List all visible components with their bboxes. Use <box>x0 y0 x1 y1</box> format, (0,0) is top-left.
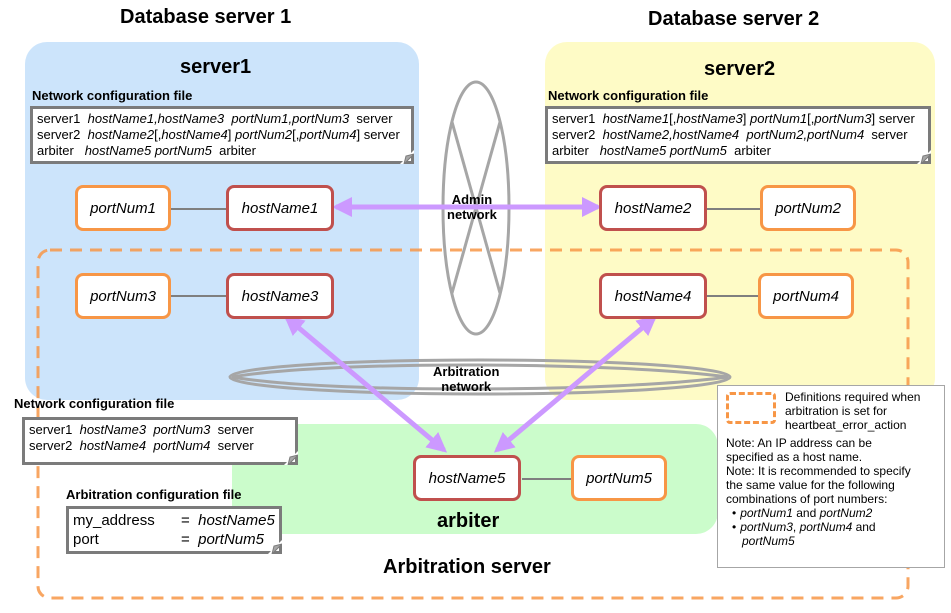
server2-config-file: server1 hostName1[,hostName3] portNum1[,… <box>545 106 931 164</box>
config-line: arbiter hostName5 portNum5 arbiter <box>37 143 256 158</box>
arbiter-network-config-heading: Network configuration file <box>14 396 175 411</box>
server2-label: server2 <box>704 58 776 80</box>
arbitration-server-title: Arbitration server <box>383 556 551 578</box>
arbitration-arrow-right <box>493 315 658 453</box>
node-hostName4: hostName4 <box>599 273 707 319</box>
node-portNum5: portNum5 <box>571 455 667 501</box>
page-fold-icon <box>284 451 298 465</box>
db-server-1-title: Database server 1 <box>120 6 292 28</box>
config-line: arbiter hostName5 portNum5 arbiter <box>552 143 771 158</box>
server1-config-file: server1 hostName1,hostName3 portNum1,por… <box>30 106 414 164</box>
server1-label: server1 <box>180 56 252 78</box>
config-line: my_address= hostName5 <box>73 512 275 529</box>
legend-bullet: portNum1 and portNum2 <box>740 506 940 520</box>
config-line: server1 hostName1,hostName3 portNum1,por… <box>37 111 393 126</box>
link-port1-host1 <box>171 208 227 210</box>
node-portNum1: portNum1 <box>75 185 171 231</box>
node-portNum2: portNum2 <box>760 185 856 231</box>
link-port3-host3 <box>171 295 227 297</box>
legend-definition: Definitions required when arbitration is… <box>785 390 921 432</box>
config-line: port= portNum5 <box>73 531 264 548</box>
config-line: server2 hostName2,hostName4 portNum2,por… <box>552 127 908 142</box>
node-hostName3: hostName3 <box>226 273 334 319</box>
legend-note-2: Note: It is recommended to specify the s… <box>726 464 911 506</box>
admin-network-label-line2: network <box>447 207 497 222</box>
server2-config-heading: Network configuration file <box>548 88 709 103</box>
arbitration-network-label: Arbitration network <box>433 364 499 394</box>
legend-box: Definitions required when arbitration is… <box>717 385 945 568</box>
legend-note-1: Note: An IP address can be specified as … <box>726 436 872 464</box>
link-host2-port2 <box>707 208 761 210</box>
node-portNum4: portNum4 <box>758 273 854 319</box>
config-line: server1 hostName3 portNum3 server <box>29 422 254 437</box>
node-hostName1: hostName1 <box>226 185 334 231</box>
legend-port-combinations: portNum1 and portNum2 portNum3, portNum4… <box>726 506 940 548</box>
arbitration-network-label-line2: network <box>441 379 492 394</box>
node-hostName5: hostName5 <box>413 455 521 501</box>
arbitration-network-label-line1: Arbitration <box>433 364 500 379</box>
admin-network-label: Admin network <box>447 192 497 222</box>
admin-network-label-line1: Admin <box>451 192 493 207</box>
node-hostName2: hostName2 <box>599 185 707 231</box>
arbitration-config-heading: Arbitration configuration file <box>66 487 242 502</box>
db-server-2-title: Database server 2 <box>648 8 820 30</box>
link-host5-port5 <box>522 478 572 480</box>
page-fold-icon <box>268 540 282 554</box>
arbitration-arrow-left <box>283 315 448 453</box>
page-fold-icon <box>917 150 931 164</box>
page-fold-icon <box>400 150 414 164</box>
config-line: server2 hostName4 portNum4 server <box>29 438 254 453</box>
legend-notes: Note: An IP address can be specified as … <box>726 436 940 548</box>
config-line: server2 hostName2[,hostName4] portNum2[,… <box>37 127 400 142</box>
config-line: server1 hostName1[,hostName3] portNum1[,… <box>552 111 915 126</box>
arbiter-label: arbiter <box>437 510 500 532</box>
node-portNum3: portNum3 <box>75 273 171 319</box>
arbitration-config-file: my_address= hostName5 port= portNum5 <box>66 506 282 554</box>
link-host4-port4 <box>707 295 761 297</box>
arbiter-network-config-file: server1 hostName3 portNum3 server server… <box>22 417 298 465</box>
dashed-frame-legend-icon <box>726 392 776 424</box>
server1-config-heading: Network configuration file <box>32 88 193 103</box>
